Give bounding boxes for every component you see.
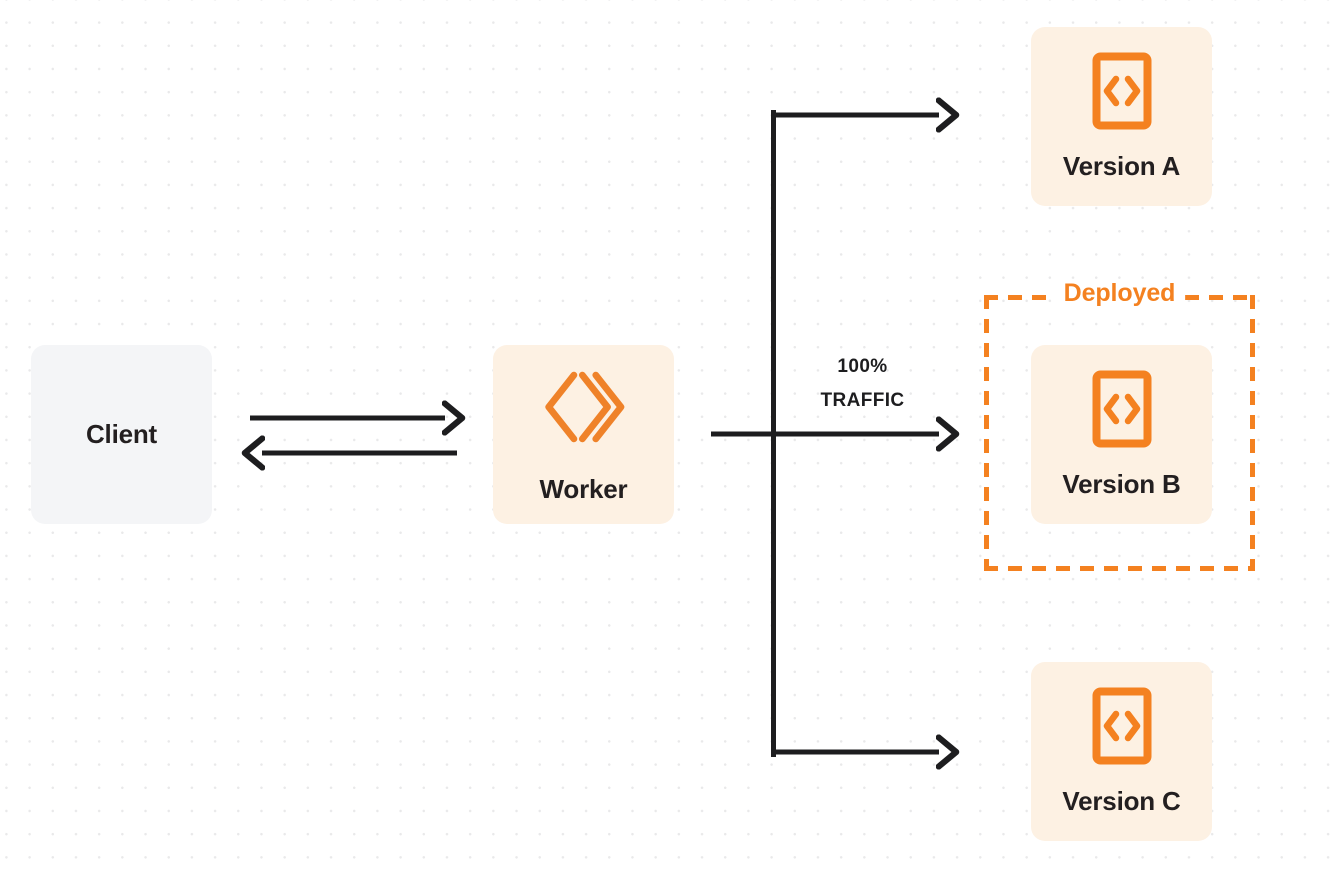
deployed-border-top-left <box>984 295 1054 300</box>
deployed-border-top-right <box>1185 295 1255 300</box>
node-client[interactable]: Client <box>31 345 212 524</box>
deployed-border-right <box>1250 295 1255 571</box>
node-client-label: Client <box>85 419 158 449</box>
code-document-icon <box>1092 370 1152 453</box>
node-version-b[interactable]: Version B <box>1031 345 1212 524</box>
traffic-percent: 100% <box>837 356 888 377</box>
node-version-c-label: Version C <box>1062 785 1181 816</box>
traffic-label: 100% TRAFFIC <box>790 350 935 418</box>
node-version-a[interactable]: Version A <box>1031 27 1212 206</box>
node-worker[interactable]: Worker <box>493 345 674 524</box>
node-version-c[interactable]: Version C <box>1031 662 1212 841</box>
traffic-word: TRAFFIC <box>820 390 905 411</box>
node-worker-label: Worker <box>539 473 628 504</box>
node-version-a-label: Version A <box>1062 150 1181 181</box>
deployed-border-bottom <box>984 566 1255 571</box>
deployed-region: Deployed <box>984 279 1255 571</box>
deployed-region-label: Deployed <box>1053 279 1186 308</box>
deployed-border-left <box>984 295 989 571</box>
code-document-icon <box>1092 52 1152 135</box>
cloudflare-workers-logo-icon <box>542 365 626 454</box>
code-document-icon <box>1092 687 1152 770</box>
node-version-b-label: Version B <box>1062 468 1181 499</box>
